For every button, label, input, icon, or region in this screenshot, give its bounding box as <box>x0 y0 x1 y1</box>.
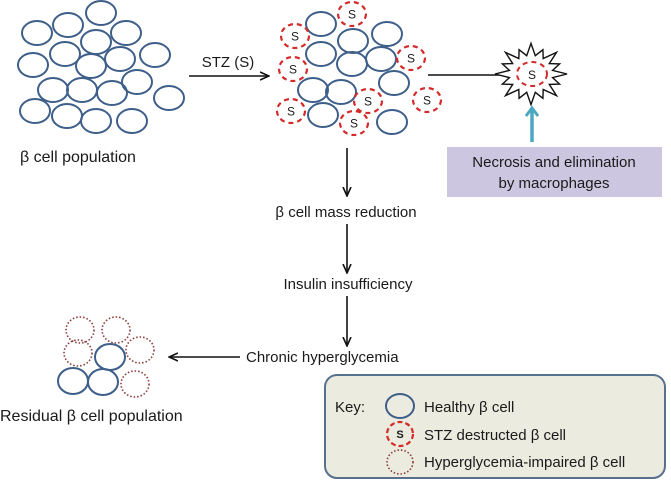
beta-cell-population-cluster <box>17 0 185 134</box>
healthy-cell <box>49 41 81 67</box>
svg-text:S: S <box>396 429 403 441</box>
stz-destructed-cell <box>277 55 309 83</box>
necrosis-box <box>447 147 662 197</box>
stz-marker: S <box>350 117 358 131</box>
stz-cell-icon <box>385 420 415 448</box>
healthy-cell <box>17 52 49 78</box>
stz-marker: S <box>348 8 356 22</box>
necrosis-text-line1: Necrosis and elimination <box>472 154 635 171</box>
healthy-cell <box>37 77 69 103</box>
healthy-cell <box>121 69 153 95</box>
impaired-cell <box>63 339 93 367</box>
stz-destructed-cell <box>352 87 384 115</box>
healthy-cell <box>325 79 357 105</box>
healthy-cell <box>371 21 403 47</box>
healthy-cell-icon <box>385 393 415 419</box>
healthy-cell <box>66 77 98 103</box>
stz-marker: S <box>423 94 431 108</box>
healthy-cell <box>80 29 112 55</box>
healthy-cell <box>305 11 337 37</box>
healthy-cell <box>378 70 410 96</box>
healthy-cell <box>87 368 119 396</box>
healthy-cell <box>336 51 368 77</box>
key-item-stz: STZ destructed β cell <box>424 427 566 444</box>
stz-marker: S <box>407 52 415 66</box>
healthy-cell <box>376 109 408 135</box>
stz-destructed-cell <box>279 22 311 50</box>
key-item-healthy: Healthy β cell <box>424 399 514 416</box>
stz-marker: S <box>289 63 297 77</box>
svg-text:S: S <box>528 68 536 82</box>
healthy-cell <box>52 12 84 38</box>
residual-label: Residual β cell population <box>0 408 183 425</box>
healthy-cell <box>85 0 117 26</box>
healthy-cell <box>110 20 142 46</box>
stz-destructed-cell <box>338 109 370 137</box>
healthy-cell <box>57 367 89 395</box>
healthy-cell <box>337 28 369 54</box>
impaired-cell <box>125 336 155 364</box>
healthy-cell <box>139 42 171 68</box>
stz-marker: S <box>291 30 299 44</box>
stz-marker: S <box>287 105 295 119</box>
key-title: Key: <box>335 399 365 416</box>
healthy-cell <box>153 85 185 111</box>
healthy-cell <box>104 46 136 72</box>
healthy-cell <box>365 46 397 72</box>
stz-destructed-cell <box>275 97 307 125</box>
healthy-cell <box>75 53 107 79</box>
healthy-cell <box>297 77 329 103</box>
stz-destructed-cell <box>411 86 443 114</box>
necrosis-text-line2: by macrophages <box>499 175 610 192</box>
impaired-cell-icon <box>386 449 414 475</box>
key-item-impaired: Hyperglycemia-impaired β cell <box>424 454 625 471</box>
healthy-cell <box>96 80 128 106</box>
residual-cell-cluster <box>57 316 155 398</box>
healthy-cell <box>21 20 53 46</box>
stz-marker: S <box>364 95 372 109</box>
hyperglycemia-label: Chronic hyperglycemia <box>246 349 399 366</box>
population-label: β cell population <box>20 149 136 166</box>
impaired-cell <box>101 316 131 344</box>
healthy-cell <box>116 108 148 134</box>
insulin-label: Insulin insufficiency <box>284 276 413 293</box>
stz-destructed-cell <box>395 44 427 72</box>
healthy-cell <box>307 102 339 128</box>
impaired-cell <box>65 316 95 344</box>
healthy-cell <box>51 103 83 129</box>
mass-reduction-label: β cell mass reduction <box>275 204 416 221</box>
stz-destructed-cell <box>336 0 368 28</box>
necrotic-cell-icon: S <box>494 41 568 107</box>
healthy-cell <box>80 108 112 134</box>
impaired-cell <box>120 370 150 398</box>
healthy-cell <box>19 98 51 124</box>
healthy-cell <box>94 343 126 371</box>
stz-label: STZ (S) <box>202 54 255 71</box>
key-box: Key: Healthy β cell S STZ destructed β c… <box>324 374 666 479</box>
healthy-cell <box>305 41 337 67</box>
